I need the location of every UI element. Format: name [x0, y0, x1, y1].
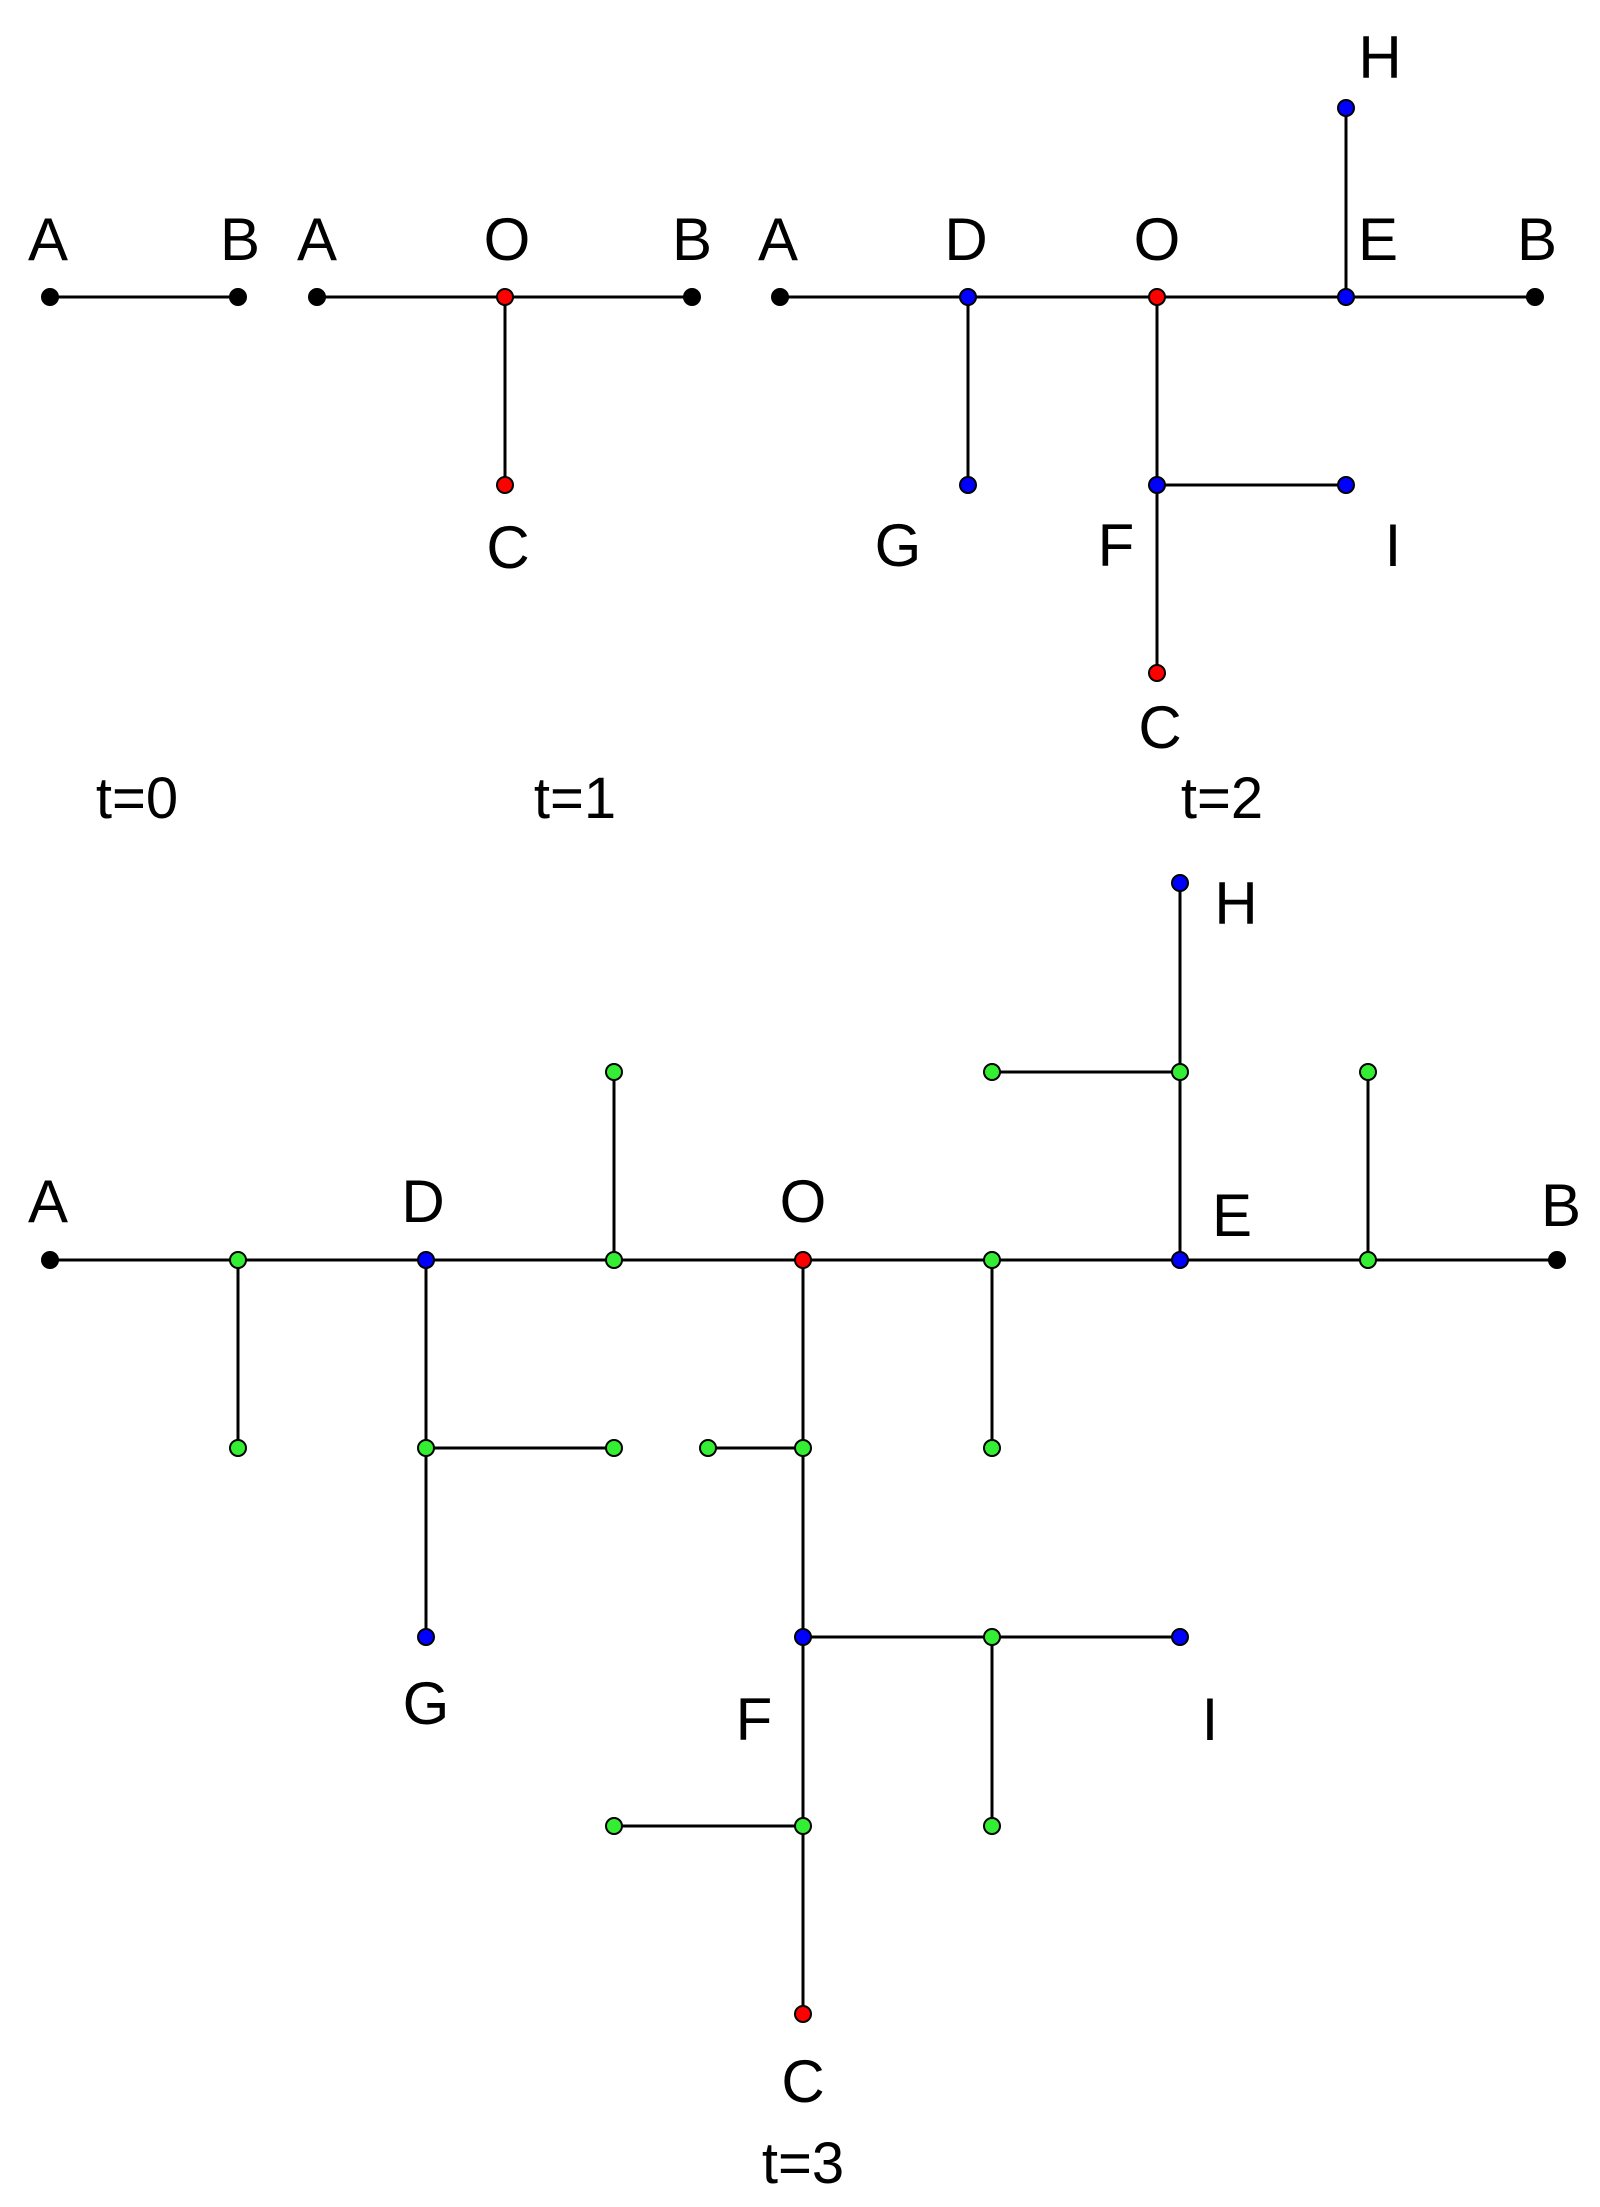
node-c-red	[496, 476, 514, 494]
label-f: F	[1098, 512, 1135, 579]
node-o-red	[1148, 288, 1166, 306]
node-green	[794, 1817, 812, 1835]
label-i: I	[1385, 512, 1402, 579]
node-b-black	[229, 288, 247, 306]
caption-t2: t=2	[1181, 766, 1263, 831]
node-green	[417, 1439, 435, 1457]
label-e: E	[1358, 206, 1398, 273]
node-green	[1171, 1063, 1189, 1081]
label-o: O	[780, 1168, 827, 1235]
label-i: I	[1202, 1686, 1219, 1753]
label-o: O	[484, 206, 531, 273]
panel-t3: A D O E B H G F I C t=3	[28, 870, 1581, 2196]
node-green	[605, 1439, 623, 1457]
label-d: D	[944, 206, 987, 273]
node-a-black	[308, 288, 326, 306]
node-d-blue	[417, 1251, 435, 1269]
caption-t3: t=3	[762, 2131, 844, 2196]
node-g-blue	[417, 1628, 435, 1646]
node-f-blue	[794, 1628, 812, 1646]
label-a: A	[297, 206, 337, 273]
node-d-blue	[959, 288, 977, 306]
node-green	[1359, 1063, 1377, 1081]
panel-t0: A B t=0	[28, 206, 260, 831]
node-green	[699, 1439, 717, 1457]
node-i-blue	[1171, 1628, 1189, 1646]
node-green	[605, 1063, 623, 1081]
label-d: D	[401, 1168, 444, 1235]
node-green	[983, 1817, 1001, 1835]
node-b-black	[683, 288, 701, 306]
label-f: F	[736, 1686, 773, 1753]
label-c: C	[486, 514, 529, 581]
label-b: B	[1517, 206, 1557, 273]
label-a: A	[28, 206, 68, 273]
label-e: E	[1212, 1182, 1252, 1249]
node-c-red	[794, 2005, 812, 2023]
label-g: G	[403, 1670, 450, 1737]
label-g: G	[875, 512, 922, 579]
panel-t1: A O B C t=1	[297, 206, 712, 831]
node-c-red	[1148, 664, 1166, 682]
label-b: B	[220, 206, 260, 273]
node-i-blue	[1337, 476, 1355, 494]
label-h: H	[1358, 24, 1401, 91]
node-e-blue	[1337, 288, 1355, 306]
node-green	[229, 1439, 247, 1457]
node-o-red	[794, 1251, 812, 1269]
node-green	[983, 1439, 1001, 1457]
label-c: C	[781, 2048, 824, 2115]
panel-t2: A D O E B H G F I C t=2	[758, 24, 1557, 831]
node-h-blue	[1337, 99, 1355, 117]
label-o: O	[1134, 206, 1181, 273]
label-h: H	[1214, 870, 1257, 937]
node-e-blue	[1171, 1251, 1189, 1269]
node-green	[1359, 1251, 1377, 1269]
caption-t0: t=0	[96, 766, 178, 831]
label-c: C	[1138, 694, 1181, 761]
label-a: A	[758, 206, 798, 273]
caption-t1: t=1	[534, 766, 616, 831]
node-a-black	[771, 288, 789, 306]
label-b: B	[672, 206, 712, 273]
node-green	[983, 1251, 1001, 1269]
node-f-blue	[1148, 476, 1166, 494]
node-g-blue	[959, 476, 977, 494]
label-b: B	[1541, 1172, 1581, 1239]
node-a-black	[41, 288, 59, 306]
label-a: A	[28, 1168, 68, 1235]
node-b-black	[1548, 1251, 1566, 1269]
node-green	[983, 1063, 1001, 1081]
node-h-blue	[1171, 874, 1189, 892]
node-o-red	[496, 288, 514, 306]
node-green	[229, 1251, 247, 1269]
node-green	[605, 1817, 623, 1835]
node-b-black	[1526, 288, 1544, 306]
node-green	[983, 1628, 1001, 1646]
node-a-black	[41, 1251, 59, 1269]
node-green	[794, 1439, 812, 1457]
node-green	[605, 1251, 623, 1269]
